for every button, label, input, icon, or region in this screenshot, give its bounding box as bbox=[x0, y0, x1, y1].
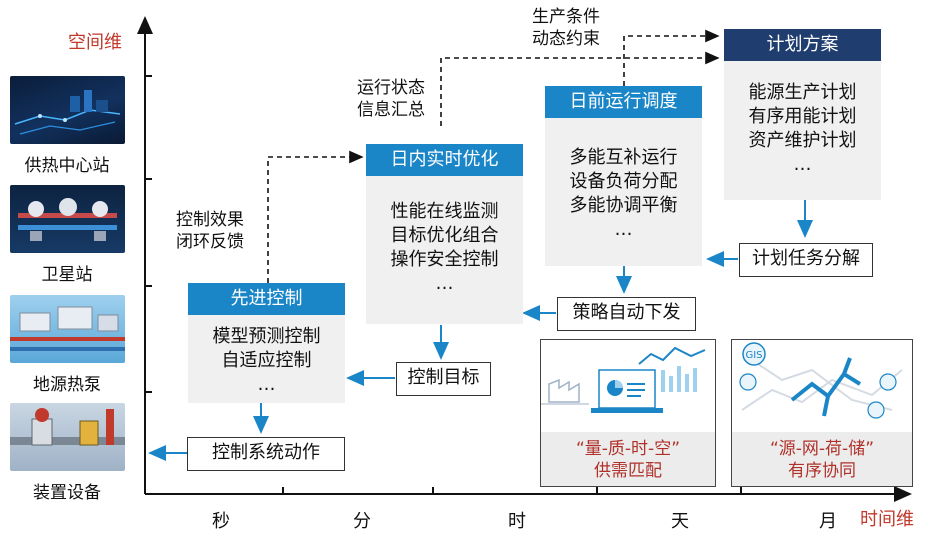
card-line: … bbox=[257, 374, 276, 395]
pipeline-equipment-image bbox=[10, 185, 125, 253]
source-grid-panel: GIS “源-网-荷-储” 有序协同 bbox=[731, 339, 913, 487]
card-line: 性能在线监测 bbox=[390, 201, 499, 222]
plan-card: 计划方案 能源生产计划 有序用能计划 资产维护计划 … bbox=[724, 29, 881, 200]
card-line: 设备负荷分配 bbox=[569, 171, 678, 192]
status-connector bbox=[440, 51, 720, 126]
dashboard-illustration bbox=[541, 346, 706, 413]
heat-pump-image bbox=[10, 295, 125, 363]
intraday-title: 日内实时优化 bbox=[366, 144, 523, 176]
x-tick-day: 天 bbox=[671, 511, 689, 532]
day-ahead-dispatch-card: 日前运行调度 多能互补运行 设备负荷分配 多能协调平衡 … bbox=[545, 86, 702, 266]
card-line: 模型预测控制 bbox=[212, 326, 321, 347]
constraint-note: 生产条件 动态约束 bbox=[532, 7, 600, 49]
sidebar-item-satellite-station: 卫星站 bbox=[41, 265, 93, 285]
sidebar-item-ground-heat-pump: 地源热泵 bbox=[33, 375, 101, 395]
grid-map-illustration: GIS bbox=[739, 342, 903, 419]
x-tick-month: 月 bbox=[819, 511, 837, 532]
card-line: 多能互补运行 bbox=[569, 147, 678, 168]
card-line: … bbox=[435, 273, 454, 294]
strategy-issue-box: 策略自动下发 bbox=[557, 297, 696, 331]
valve-device-image bbox=[10, 403, 125, 471]
day-ahead-title: 日前运行调度 bbox=[545, 86, 702, 118]
sidebar-item-device: 装置设备 bbox=[33, 483, 101, 503]
card-line: 多能协调平衡 bbox=[569, 195, 678, 216]
feedback-note: 控制效果 闭环反馈 bbox=[176, 210, 244, 252]
control-target-box: 控制目标 bbox=[396, 362, 491, 396]
card-line: 有序用能计划 bbox=[748, 106, 857, 127]
search-icon bbox=[879, 373, 897, 391]
plan-title: 计划方案 bbox=[724, 29, 881, 61]
task-decompose-box: 计划任务分解 bbox=[739, 243, 873, 277]
card-line: 操作安全控制 bbox=[390, 249, 499, 270]
supply-demand-caption: “量-质-时-空” 供需匹配 bbox=[541, 432, 715, 486]
city-network-image bbox=[10, 76, 125, 144]
status-note: 运行状态 信息汇总 bbox=[357, 78, 425, 120]
x-tick-hour: 时 bbox=[508, 511, 526, 532]
x-tick-second: 秒 bbox=[212, 511, 230, 532]
sidebar-item-heating-center: 供热中心站 bbox=[24, 156, 110, 176]
x-axis-label: 时间维 bbox=[860, 509, 914, 530]
constraint-connector bbox=[623, 29, 720, 86]
feedback-connector bbox=[267, 150, 364, 283]
supply-demand-panel: “量-质-时-空” 供需匹配 bbox=[540, 339, 716, 487]
control-system-action-box: 控制系统动作 bbox=[187, 437, 345, 471]
card-line: 能源生产计划 bbox=[748, 82, 857, 103]
cloud-icon bbox=[867, 401, 885, 419]
intraday-optimization-card: 日内实时优化 性能在线监测 目标优化组合 操作安全控制 … bbox=[366, 144, 523, 324]
card-line: 目标优化组合 bbox=[390, 225, 499, 246]
card-line: … bbox=[793, 154, 812, 175]
advanced-control-card: 先进控制 模型预测控制 自适应控制 … bbox=[188, 283, 345, 403]
card-line: 自适应控制 bbox=[221, 350, 312, 371]
x-tick-minute: 分 bbox=[353, 511, 371, 532]
card-line: … bbox=[614, 219, 633, 240]
gis-badge-text: GIS bbox=[745, 350, 762, 361]
card-line: 资产维护计划 bbox=[748, 130, 857, 151]
y-axis-label: 空间维 bbox=[68, 32, 122, 53]
advanced-control-title: 先进控制 bbox=[188, 283, 345, 315]
source-grid-caption: “源-网-荷-储” 有序协同 bbox=[732, 432, 912, 486]
